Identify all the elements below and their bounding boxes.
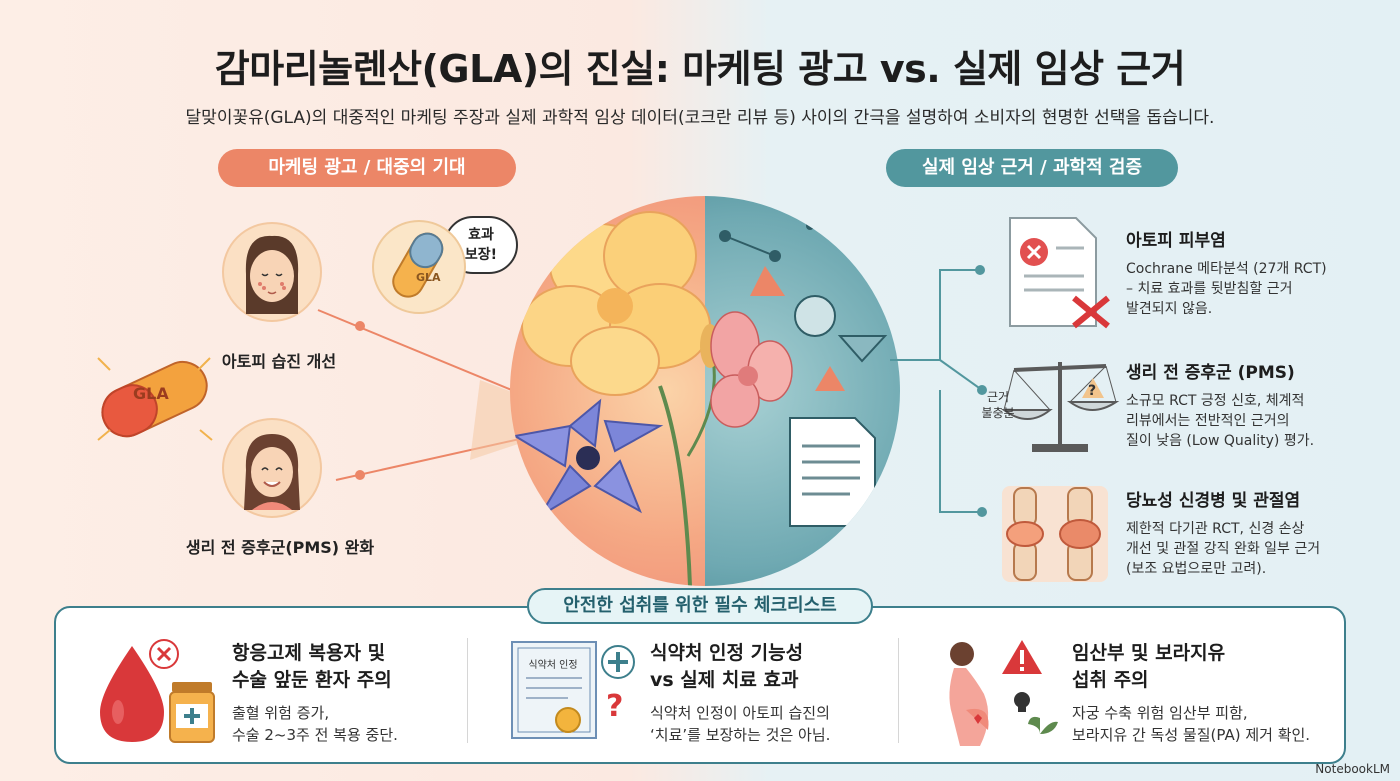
central-illustration bbox=[510, 196, 900, 586]
certificate-icon: ? bbox=[511, 641, 635, 739]
checklist-item-title: 식약처 인정 기능성 bbox=[650, 642, 804, 664]
borage-flower-icon bbox=[512, 398, 664, 517]
scale-label: 근거 불충분 bbox=[981, 390, 1015, 420]
checklist-header: 안전한 섭취를 위한 필수 체크리스트 bbox=[527, 588, 873, 624]
checklist-item-pregnancy: 임산부 및 보라지유 섭취 주의 자궁 수축 위험 임산부 피함, 보라지유 간… bbox=[1072, 640, 1332, 746]
checklist-item-line: 자궁 수축 위험 임산부 피함, bbox=[1072, 704, 1248, 722]
clinical-item-atopic: 아토피 피부염 Cochrane 메타분석 (27개 RCT) – 치료 효과를… bbox=[1126, 226, 1386, 319]
gla-capsule-icon bbox=[97, 357, 213, 441]
clinical-header: 실제 임상 근거 / 과학적 검증 bbox=[886, 149, 1178, 187]
clinical-item-line: 질이 낮음 (Low Quality) 평가. bbox=[1126, 433, 1315, 449]
pregnant-warning-icon bbox=[949, 640, 1058, 746]
certificate-label: 식약처 인정 bbox=[528, 660, 578, 671]
capsule-small-label: GLA bbox=[416, 271, 441, 284]
capsule-circle bbox=[372, 220, 466, 314]
svg-text:?: ? bbox=[606, 689, 623, 724]
clinical-item-title: 아토피 피부염 bbox=[1126, 231, 1226, 251]
checklist-item-line: 출혈 위험 증가, bbox=[232, 704, 330, 722]
checklist-item-title: 항응고제 복용자 및 bbox=[232, 642, 386, 664]
clinical-item-neuropathy: 당뇨성 신경병 및 관절염 제한적 다기관 RCT, 신경 손상 개선 및 관절… bbox=[1126, 486, 1386, 579]
joint-knee-icon bbox=[1002, 486, 1108, 582]
pms-label: 생리 전 증후군(PMS) 완화 bbox=[185, 538, 375, 557]
checklist-item-title: 섭취 주의 bbox=[1072, 669, 1149, 691]
checklist-item-anticoagulant: 항응고제 복용자 및 수술 앞둔 환자 주의 출혈 위험 증가, 수술 2~3주… bbox=[232, 640, 462, 746]
svg-text:?: ? bbox=[1088, 383, 1096, 399]
clinical-item-line: Cochrane 메타분석 (27개 RCT) bbox=[1126, 261, 1327, 277]
clinical-item-line: 발견되지 않음. bbox=[1126, 301, 1213, 317]
checklist-divider bbox=[467, 638, 468, 743]
evening-primrose-icon bbox=[521, 211, 720, 586]
checklist-item-line: 식약처 인정이 아토피 습진의 bbox=[650, 704, 830, 722]
clinical-item-line: 제한적 다기관 RCT, 신경 손상 bbox=[1126, 521, 1305, 537]
capsule-small-icon bbox=[392, 232, 444, 298]
checklist-item-title: vs 실제 치료 효과 bbox=[650, 669, 799, 691]
page-title: 감마리놀렌산(GLA)의 진실: 마케팅 광고 vs. 실제 임상 근거 bbox=[214, 47, 1186, 91]
checklist-item-title: 임산부 및 보라지유 bbox=[1072, 642, 1226, 664]
checklist-divider bbox=[898, 638, 899, 743]
clinical-item-line: – 치료 효과를 뒷받침할 근거 bbox=[1126, 281, 1293, 297]
clinical-item-title: 생리 전 증후군 (PMS) bbox=[1126, 363, 1295, 383]
checklist-box bbox=[54, 606, 1346, 764]
checklist-item-title: 수술 앞둔 환자 주의 bbox=[232, 669, 392, 691]
marketing-header: 마케팅 광고 / 대중의 기대 bbox=[218, 149, 516, 187]
notebooklm-watermark: NotebookLM bbox=[1315, 762, 1390, 776]
clinical-item-line: 개선 및 관절 강직 완화 일부 근거 bbox=[1126, 541, 1321, 557]
woman-pms-avatar bbox=[222, 418, 322, 518]
balance-scale-icon: ? bbox=[1000, 362, 1120, 452]
gla-capsule-label: GLA bbox=[133, 384, 169, 403]
clinical-item-title: 당뇨성 신경병 및 관절염 bbox=[1126, 491, 1301, 511]
document-icon bbox=[789, 417, 876, 527]
clinical-item-pms: 생리 전 증후군 (PMS) 소규모 RCT 긍정 신호, 체계적 리뷰에서는 … bbox=[1126, 358, 1386, 451]
checklist-item-line: 수술 2~3주 전 복용 중단. bbox=[232, 726, 398, 744]
clinical-connector-lines bbox=[890, 265, 987, 517]
checklist-item-line: 보라지유 간 독성 물질(PA) 제거 확인. bbox=[1072, 726, 1311, 744]
clinical-item-line: 소규모 RCT 긍정 신호, 체계적 bbox=[1126, 393, 1305, 409]
page-subtitle: 달맞이꽃유(GLA)의 대중적인 마케팅 주장과 실제 과학적 임상 데이터(코… bbox=[185, 108, 1215, 128]
checklist-item-line: ‘치료’를 보장하는 것은 아님. bbox=[650, 726, 831, 744]
woman-eczema-avatar bbox=[222, 222, 322, 322]
eczema-label: 아토피 습진 개선 bbox=[221, 352, 337, 371]
rejected-document-icon bbox=[1009, 217, 1110, 329]
geometric-molecules-icon bbox=[719, 222, 888, 391]
checklist-item-mfds: 식약처 인정 기능성 vs 실제 치료 효과 식약처 인정이 아토피 습진의 ‘… bbox=[650, 640, 890, 746]
blood-drop-pill-bottle-icon bbox=[100, 639, 215, 743]
pink-flower-sketch-icon bbox=[710, 311, 793, 428]
clinical-item-line: (보조 요법으로만 고려). bbox=[1126, 561, 1267, 577]
clinical-item-line: 리뷰에서는 전반적인 근거의 bbox=[1126, 413, 1290, 429]
